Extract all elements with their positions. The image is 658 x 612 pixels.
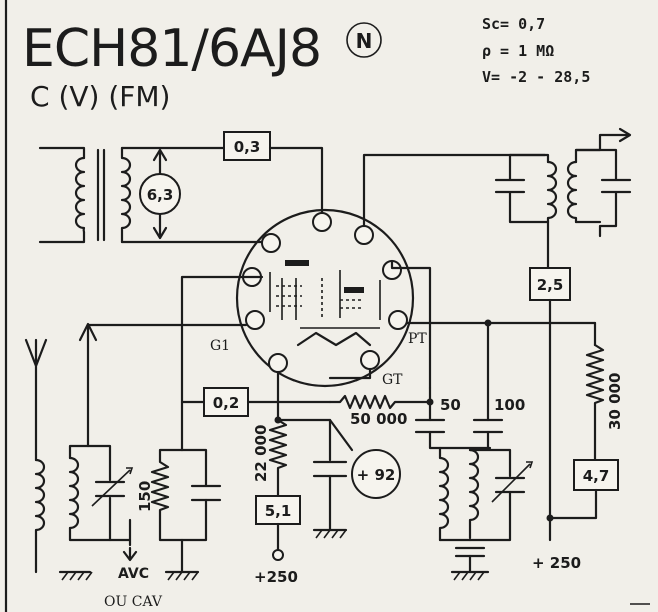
ground-symbol-2 <box>164 570 200 581</box>
heater-voltage-label: 6,3 <box>147 186 174 204</box>
grid-leak-network <box>150 448 222 574</box>
screen-grid-box <box>203 387 249 417</box>
badge-letter: N <box>356 29 373 53</box>
osc-plate-box <box>573 459 619 491</box>
plate-feed-label: 2,5 <box>537 276 564 294</box>
ground-symbol-4 <box>450 570 490 581</box>
heater-current-label: 0,3 <box>234 138 261 156</box>
tube-envelope <box>235 208 415 388</box>
supply-terminal-left <box>272 549 284 561</box>
ground-symbol-1 <box>58 570 93 581</box>
antenna-symbol <box>24 338 48 462</box>
heater-voltage-circle <box>139 173 181 215</box>
pin-label-pt: PT <box>408 331 427 347</box>
cathode-resistor <box>268 418 288 498</box>
standard-badge: N <box>346 22 382 58</box>
input-coils <box>34 322 138 574</box>
avc-label-line2: OU CAV <box>104 594 163 610</box>
screen-voltage-label: + 92 <box>357 466 396 484</box>
tube-subtitle: C (V) (FM) <box>30 80 170 113</box>
plate-resistor <box>585 343 605 462</box>
cap-50-label: 50 <box>440 396 461 414</box>
if-transformer <box>494 127 632 238</box>
pin-label-gt: GT <box>382 372 403 388</box>
spec-sc: Sc= 0,7 <box>482 15 545 33</box>
osc-plate-label: 4,7 <box>583 467 610 485</box>
heater-current-box <box>223 131 271 161</box>
cathode-box-label: 5,1 <box>265 502 292 520</box>
gt-resistor <box>328 394 432 410</box>
heater-transformer <box>38 146 270 244</box>
supply-right-label: + 250 <box>532 554 581 572</box>
resistor-30000-label: 30 000 <box>606 373 624 430</box>
screen-voltage-circle <box>351 449 401 499</box>
oscillator-coils <box>438 446 534 574</box>
cap-100-label: 100 <box>494 396 525 414</box>
resistor-22000-label: 22 000 <box>252 425 270 482</box>
pin-label-g1: G1 <box>210 338 230 354</box>
resistor-50000-label: 50 000 <box>350 410 407 428</box>
avc-label-line1: AVC <box>118 566 149 582</box>
ground-symbol-3 <box>312 528 348 539</box>
spec-v: V= -2 - 28,5 <box>482 68 590 86</box>
supply-left-label: +250 <box>254 568 298 586</box>
tube-title: ECH81/6AJ8 <box>22 19 321 79</box>
spec-rho: ρ = 1 MΩ <box>482 42 554 60</box>
resistor-150-label: 150 <box>136 481 154 512</box>
screen-grid-label: 0,2 <box>213 394 240 412</box>
